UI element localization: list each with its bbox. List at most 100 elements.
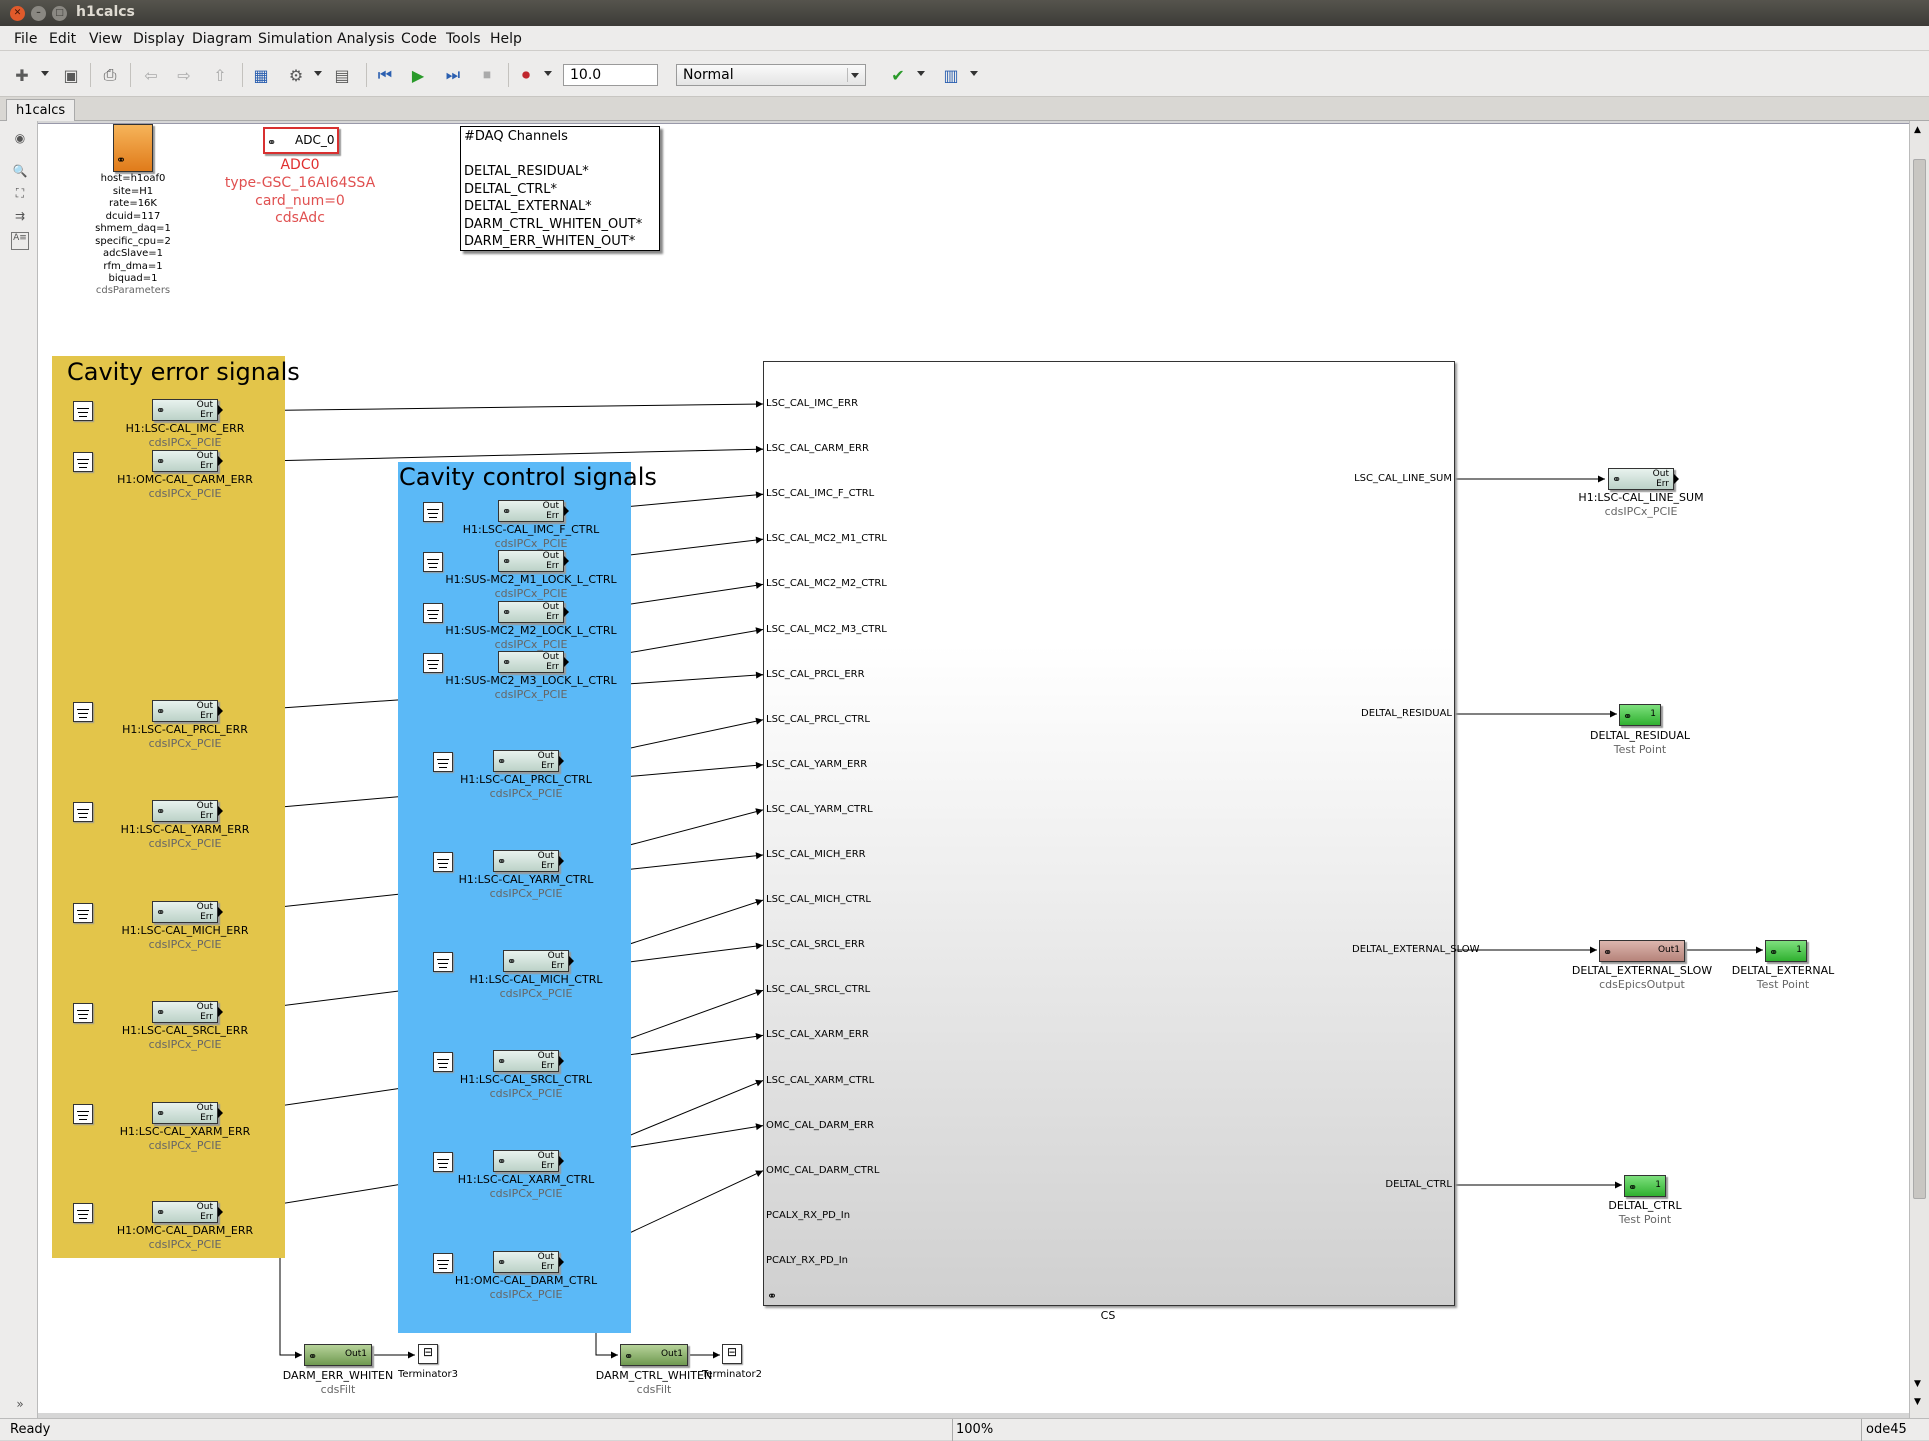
scroll-down-2-icon[interactable]: ▼ xyxy=(1914,1397,1921,1407)
fit-view-icon[interactable]: ⛶ xyxy=(15,186,25,200)
stop-icon[interactable]: ⏹ xyxy=(482,65,491,84)
vertical-scrollbar[interactable]: ▲ ▼ ▼ xyxy=(1909,121,1929,1418)
save-icon[interactable]: ▣ xyxy=(63,65,79,85)
ground-icon[interactable] xyxy=(73,401,93,421)
forward-icon[interactable]: ⇨ xyxy=(177,65,191,85)
ground-icon[interactable] xyxy=(73,452,93,472)
hide-browser-icon[interactable]: ◉ xyxy=(14,131,26,145)
ground-icon[interactable] xyxy=(423,552,443,572)
minimize-icon[interactable]: – xyxy=(31,6,46,21)
ground-icon[interactable] xyxy=(433,852,453,872)
terminator-icon[interactable]: ⊟ xyxy=(418,1344,438,1364)
simulation-mode-select[interactable]: Normal xyxy=(676,64,866,86)
menu-file[interactable]: File xyxy=(14,31,38,47)
new-dropdown-icon[interactable] xyxy=(41,71,49,76)
close-icon[interactable]: ✕ xyxy=(10,6,25,21)
ground-icon[interactable] xyxy=(423,603,443,623)
deltal-external-slow-block[interactable]: Out1⚭ xyxy=(1599,940,1685,962)
menu-simulation[interactable]: Simulation xyxy=(258,31,333,47)
build-dropdown-icon[interactable] xyxy=(970,71,978,76)
ground-icon[interactable] xyxy=(433,952,453,972)
menu-diagram[interactable]: Diagram xyxy=(192,31,253,47)
ground-icon[interactable] xyxy=(73,1203,93,1223)
menu-analysis[interactable]: Analysis xyxy=(337,31,395,47)
build-icon[interactable]: ▥ xyxy=(943,65,959,85)
cs-subsystem-block[interactable] xyxy=(763,361,1455,1306)
step-back-icon[interactable]: ⏮ xyxy=(377,65,393,84)
check-model-icon[interactable]: ✔ xyxy=(891,65,905,85)
check-dropdown-icon[interactable] xyxy=(917,71,925,76)
settings-dropdown-icon[interactable] xyxy=(314,71,322,76)
daq-channels-note[interactable]: #DAQ Channels DELTAL_RESIDUAL* DELTAL_CT… xyxy=(460,126,660,251)
ground-icon[interactable] xyxy=(73,903,93,923)
menu-display[interactable]: Display xyxy=(133,31,185,47)
up-icon[interactable]: ⇧ xyxy=(213,65,227,85)
scroll-down-icon[interactable]: ▼ xyxy=(1914,1379,1921,1389)
settings-gear-icon[interactable]: ⚙ xyxy=(288,65,304,85)
scroll-up-icon[interactable]: ▲ xyxy=(1914,125,1921,135)
menu-help[interactable]: Help xyxy=(490,31,522,47)
ground-icon[interactable] xyxy=(423,502,443,522)
ground-icon[interactable] xyxy=(73,802,93,822)
expand-panel-icon[interactable]: » xyxy=(16,1397,24,1411)
terminator-icon[interactable]: ⊟ xyxy=(722,1344,742,1364)
deltal-ctrl-testpoint[interactable]: 1⚭ xyxy=(1624,1175,1666,1197)
new-model-icon[interactable]: ✚ xyxy=(15,65,29,85)
cds-parameters-block[interactable] xyxy=(113,124,153,172)
darm-err-whiten-block[interactable]: Out1⚭ xyxy=(304,1344,372,1366)
ground-icon[interactable] xyxy=(73,1003,93,1023)
ground-icon[interactable] xyxy=(423,653,443,673)
tab-h1calcs[interactable]: h1calcs xyxy=(6,99,76,121)
ground-icon[interactable] xyxy=(433,1052,453,1072)
menu-edit[interactable]: Edit xyxy=(49,31,77,47)
model-explorer-icon[interactable]: ▤ xyxy=(334,65,350,85)
menu-tools[interactable]: Tools xyxy=(446,31,481,47)
stop-time-input[interactable] xyxy=(563,64,658,86)
adc-block[interactable] xyxy=(263,127,339,154)
cs-input-port: LSC_CAL_IMC_F_CTRL xyxy=(766,488,875,500)
maximize-icon[interactable]: □ xyxy=(52,6,67,21)
library-browser-icon[interactable]: ▦ xyxy=(253,65,269,85)
print-icon[interactable]: ⎙ xyxy=(103,65,117,84)
scrollbar-thumb[interactable] xyxy=(1913,159,1926,1199)
annotation-icon[interactable]: A≡ xyxy=(11,232,29,250)
ground-icon[interactable] xyxy=(73,1104,93,1124)
ground-icon[interactable] xyxy=(73,702,93,722)
deltal-external-testpoint[interactable]: 1⚭ xyxy=(1765,940,1807,962)
menu-code[interactable]: Code xyxy=(401,31,437,47)
ground-icon[interactable] xyxy=(433,1152,453,1172)
back-icon[interactable]: ⇦ xyxy=(144,65,158,85)
block-name: H1:LSC-CAL_SRCL_ERR xyxy=(121,1024,249,1037)
run-icon[interactable]: ▶ xyxy=(411,65,425,85)
menu-view[interactable]: View xyxy=(89,31,123,47)
darm-ctrl-whiten-block[interactable]: Out1⚭ xyxy=(620,1344,688,1366)
zoom-icon[interactable]: 🔍 xyxy=(12,164,28,178)
ground-icon[interactable] xyxy=(433,1253,453,1273)
record-dropdown-icon[interactable] xyxy=(544,71,552,76)
arrange-icon[interactable]: ⇉ xyxy=(14,209,26,223)
step-forward-icon[interactable]: ⏭ xyxy=(445,65,461,84)
record-icon[interactable]: ⏺ xyxy=(521,65,530,84)
ground-icon[interactable] xyxy=(433,752,453,772)
deltal-residual-testpoint[interactable]: 1⚭ xyxy=(1619,704,1661,726)
